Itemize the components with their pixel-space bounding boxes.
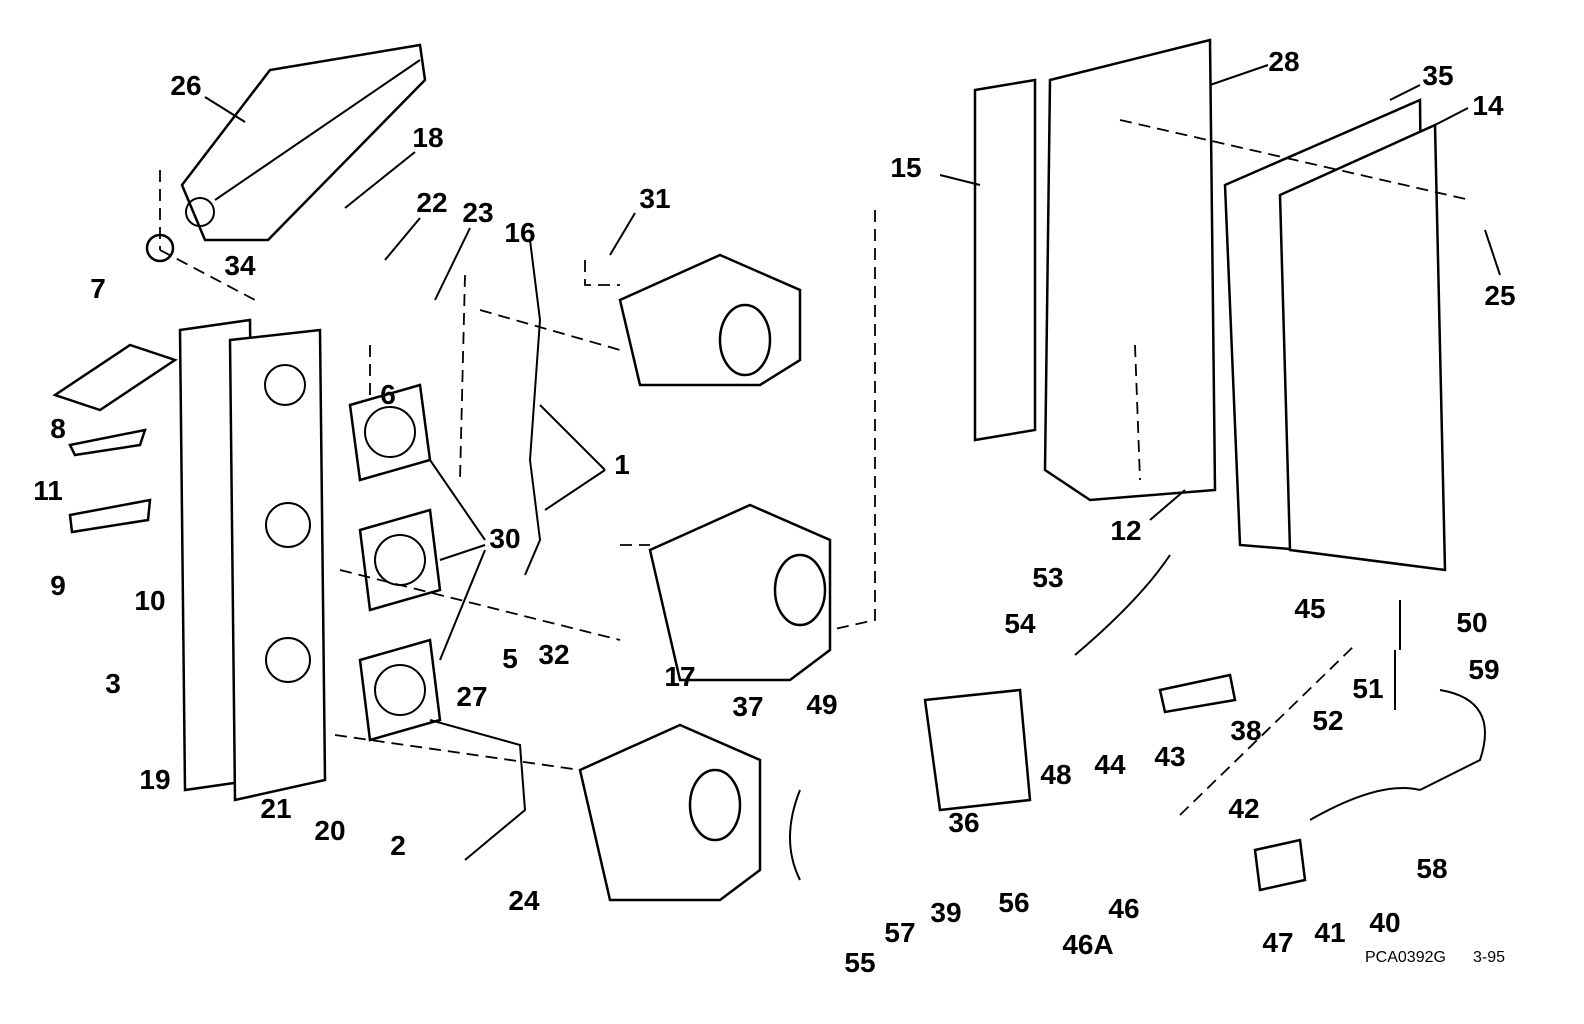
fuel-pump-part bbox=[1253, 838, 1307, 892]
callout-45: 45 bbox=[1294, 593, 1325, 624]
callout-59: 59 bbox=[1468, 654, 1499, 685]
callout-40: 40 bbox=[1369, 907, 1400, 938]
reed-stop-part bbox=[52, 343, 178, 412]
carburetor-middle-part bbox=[648, 503, 832, 682]
hose-50-part bbox=[1394, 600, 1401, 710]
callout-9: 9 bbox=[50, 570, 66, 601]
callout-8: 8 bbox=[50, 413, 66, 444]
callout-41: 41 bbox=[1314, 917, 1345, 948]
callout-23: 23 bbox=[462, 197, 493, 228]
callout-15: 15 bbox=[890, 152, 921, 183]
callout-12: 12 bbox=[1110, 515, 1141, 546]
callout-19: 19 bbox=[139, 764, 170, 795]
callout-54: 54 bbox=[1004, 608, 1036, 639]
callout-34: 34 bbox=[224, 250, 256, 281]
callout-31: 31 bbox=[639, 183, 670, 214]
callout-17: 17 bbox=[664, 661, 695, 692]
callout-37: 37 bbox=[732, 691, 763, 722]
reed-part bbox=[68, 428, 147, 457]
callout-42: 42 bbox=[1228, 793, 1259, 824]
callout-3: 3 bbox=[105, 668, 121, 699]
drawing-date: 3-95 bbox=[1473, 949, 1505, 966]
callout-38: 38 bbox=[1230, 715, 1261, 746]
callout-14: 14 bbox=[1472, 90, 1504, 121]
callout-55: 55 bbox=[844, 947, 875, 978]
filter-element-part bbox=[1158, 673, 1237, 714]
fuel-filter-housing-part bbox=[923, 688, 1032, 812]
carburetor-bottom-part bbox=[578, 723, 762, 902]
silencer-cover-part bbox=[1278, 123, 1447, 572]
leader-lines bbox=[204, 64, 1501, 661]
hose-24-part bbox=[429, 719, 527, 861]
callout-6: 6 bbox=[380, 379, 396, 410]
hose-58-part bbox=[1309, 787, 1421, 821]
hose-53-part bbox=[1074, 554, 1171, 656]
callout-48: 48 bbox=[1040, 759, 1071, 790]
adapter-plate-part bbox=[178, 318, 327, 802]
callout-46a: 46A bbox=[1062, 929, 1113, 960]
callout-35: 35 bbox=[1422, 60, 1453, 91]
callout-20: 20 bbox=[314, 815, 345, 846]
callout-28: 28 bbox=[1268, 46, 1299, 77]
callout-51: 51 bbox=[1352, 673, 1383, 704]
callout-2: 2 bbox=[390, 830, 406, 861]
wire-39-part bbox=[789, 789, 801, 881]
callout-7: 7 bbox=[90, 273, 106, 304]
drawing-code: PCA0392G bbox=[1365, 949, 1446, 966]
callout-22: 22 bbox=[416, 187, 447, 218]
silencer-base-part bbox=[1043, 38, 1217, 502]
callout-5: 5 bbox=[502, 643, 518, 674]
callout-44: 44 bbox=[1094, 749, 1126, 780]
callout-30: 30 bbox=[489, 523, 520, 554]
callout-24: 24 bbox=[508, 885, 540, 916]
callout-16: 16 bbox=[504, 217, 535, 248]
callout-36: 36 bbox=[948, 807, 979, 838]
callout-39: 39 bbox=[930, 897, 961, 928]
callout-11: 11 bbox=[33, 475, 63, 506]
callout-50: 50 bbox=[1456, 607, 1487, 638]
callout-32: 32 bbox=[538, 639, 569, 670]
gasket-15-part bbox=[973, 78, 1037, 442]
carburetor-top-part bbox=[618, 253, 802, 387]
callout-53: 53 bbox=[1032, 562, 1063, 593]
callout-1: 1 bbox=[614, 449, 630, 480]
gasket-30-part bbox=[348, 383, 442, 742]
callout-47: 47 bbox=[1262, 927, 1293, 958]
callout-25: 25 bbox=[1484, 280, 1515, 311]
alignment-lines bbox=[159, 119, 1471, 816]
callout-26: 26 bbox=[170, 70, 201, 101]
intake-manifold-part bbox=[180, 43, 427, 242]
callout-49: 49 bbox=[806, 689, 837, 720]
callout-18: 18 bbox=[412, 122, 443, 153]
callout-46: 46 bbox=[1108, 893, 1139, 924]
callout-52: 52 bbox=[1312, 705, 1343, 736]
callout-57: 57 bbox=[884, 917, 915, 948]
callout-10: 10 bbox=[134, 585, 165, 616]
callout-21: 21 bbox=[260, 793, 291, 824]
hose-59-part bbox=[1419, 689, 1486, 791]
reed-plate-part bbox=[68, 498, 152, 534]
callout-56: 56 bbox=[998, 887, 1029, 918]
link-rod-part bbox=[524, 239, 542, 576]
callout-58: 58 bbox=[1416, 853, 1447, 884]
callout-43: 43 bbox=[1154, 741, 1185, 772]
callout-27: 27 bbox=[456, 681, 487, 712]
